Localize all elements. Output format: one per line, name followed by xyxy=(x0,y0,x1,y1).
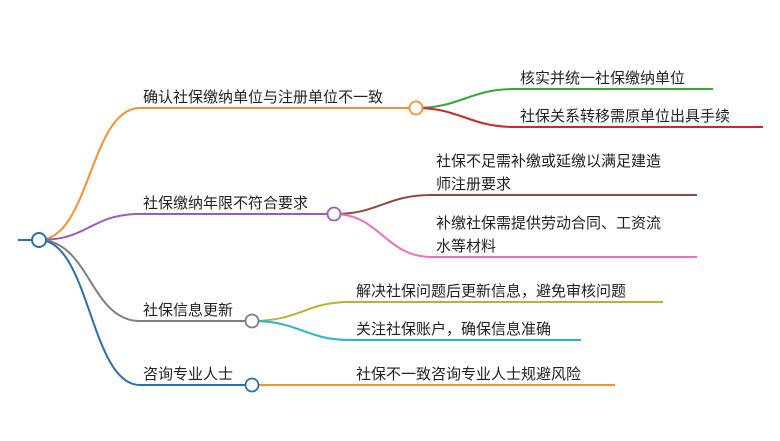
branch-0-node[interactable] xyxy=(408,100,424,116)
branch-2: 社保信息更新 解决社保问题后更新信息，避免审核问题 关注社保账户，确保信息准确 xyxy=(38,239,663,341)
branch-2-child-1-link xyxy=(251,320,581,341)
branch-0-child-1-link xyxy=(415,107,763,128)
branch-3: 咨询专业人士 社保不一致咨询专业人士规避风险 xyxy=(38,239,615,393)
branch-2-child-0-label[interactable]: 解决社保问题后更新信息，避免审核问题 xyxy=(356,282,626,300)
branch-1-child-1-label-line-2[interactable]: 水等材料 xyxy=(436,237,496,255)
branch-2-child-1-label[interactable]: 关注社保账户，确保信息准确 xyxy=(356,320,551,338)
branch-0-label[interactable]: 确认社保缴纳单位与注册单位不一致 xyxy=(143,88,383,106)
branch-1-label[interactable]: 社保缴纳年限不符合要求 xyxy=(143,194,308,212)
branch-2-child-0-link xyxy=(251,301,663,322)
branch-1-child-1-label-line-1[interactable]: 补缴社保需提供劳动合同、工资流 xyxy=(436,214,661,232)
branch-0-link xyxy=(38,107,416,241)
branch-2-node[interactable] xyxy=(244,313,260,329)
branch-2-label[interactable]: 社保信息更新 xyxy=(143,301,233,319)
branch-1-node[interactable] xyxy=(326,206,342,222)
branch-1: 社保缴纳年限不符合要求 社保不足需补缴或延缴以满足建造 师注册要求 补缴社保需提… xyxy=(38,152,697,258)
branch-3-link xyxy=(38,239,252,386)
branch-1-child-1-link xyxy=(333,213,697,258)
branch-0-child-1-label[interactable]: 社保关系转移需原单位出具手续 xyxy=(520,107,730,125)
branch-1-child-0-label-line-1[interactable]: 社保不足需补缴或延缴以满足建造 xyxy=(436,152,661,170)
branch-3-node[interactable] xyxy=(244,377,260,393)
branch-3-child-0-label[interactable]: 社保不一致咨询专业人士规避风险 xyxy=(356,365,581,383)
branch-3-label[interactable]: 咨询专业人士 xyxy=(143,365,233,383)
branch-0-child-0-label[interactable]: 核实并统一社保缴纳单位 xyxy=(520,69,685,87)
branch-0-child-0-link xyxy=(415,88,713,109)
branch-1-child-0-link xyxy=(333,194,697,215)
root-node[interactable] xyxy=(31,232,47,248)
branch-0: 确认社保缴纳单位与注册单位不一致 核实并统一社保缴纳单位 社保关系转移需原单位出… xyxy=(38,69,763,241)
branch-1-child-0-label-line-2[interactable]: 师注册要求 xyxy=(436,175,511,193)
branch-2-link xyxy=(38,239,252,322)
branch-1-link xyxy=(38,213,334,241)
